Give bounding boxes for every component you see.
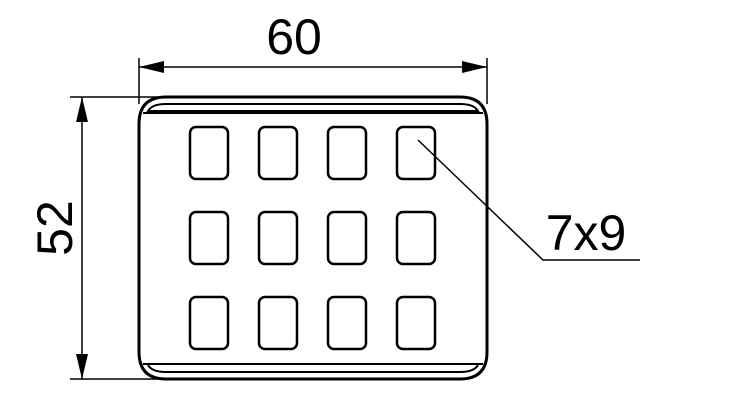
hole-r2-c1	[188, 210, 230, 266]
hole-r3-c1	[188, 295, 230, 351]
width-arrow-left	[139, 61, 164, 73]
hole-callout-leader	[417, 139, 640, 261]
width-dimension-label: 60	[266, 9, 322, 65]
hole-r1-c3	[326, 125, 368, 181]
bottom-chamfer-line	[147, 364, 479, 373]
hole-r3-c2	[257, 295, 299, 351]
top-chamfer-line	[146, 103, 480, 112]
hole-r3-c3	[326, 295, 368, 351]
hole-r1-c4	[395, 125, 437, 181]
height-dimension-label: 52	[27, 200, 83, 256]
hole-r3-c4	[395, 295, 437, 351]
hole-r1-c2	[257, 125, 299, 181]
height-arrow-top	[76, 97, 88, 122]
hole-r2-c4	[395, 210, 437, 266]
hole-r2-c3	[326, 210, 368, 266]
part-outline	[137, 95, 489, 381]
hole-r1-c1	[188, 125, 230, 181]
hole-r2-c2	[257, 210, 299, 266]
hole-callout-label: 7x9	[546, 205, 627, 261]
height-arrow-bottom	[76, 354, 88, 379]
hole-grid	[188, 125, 437, 351]
width-arrow-right	[462, 61, 487, 73]
